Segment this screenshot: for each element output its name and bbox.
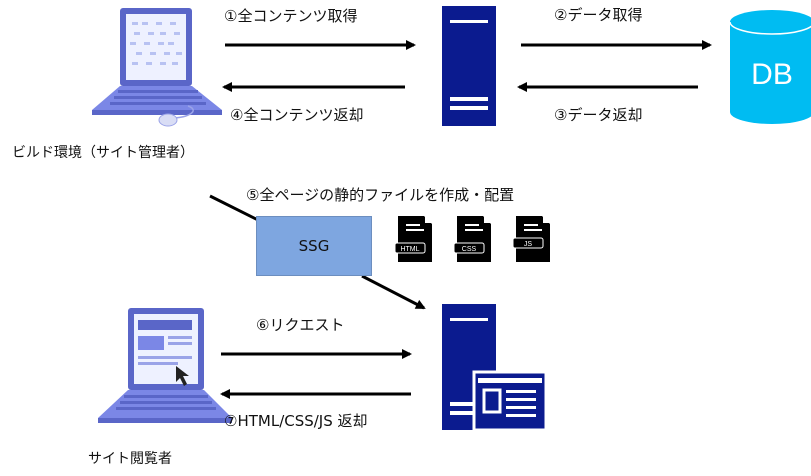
step5-label: ⑤全ページの静的ファイルを作成・配置 — [246, 186, 515, 204]
step7-label: ⑦HTML/CSS/JS 返却 — [224, 412, 368, 430]
step3-label: ③データ返却 — [554, 106, 643, 124]
arrow-step5 — [361, 274, 426, 310]
web-server-icon — [442, 304, 548, 432]
viewer-caption: サイト閲覧者 — [88, 451, 172, 467]
step2-label: ②データ取得 — [554, 6, 643, 24]
database-icon — [729, 10, 811, 124]
ssg-box: SSG — [256, 216, 372, 276]
ssg-label: SSG — [298, 237, 330, 255]
build-env-caption: ビルド環境（サイト管理者） — [12, 145, 194, 161]
top-server-icon — [442, 6, 496, 126]
build-laptop-icon — [92, 8, 222, 127]
css-file-label: CSS — [462, 246, 477, 253]
css-file-icon — [453, 216, 491, 262]
db-label: DB — [751, 58, 793, 91]
html-file-icon — [394, 216, 432, 262]
step4-label: ④全コンテンツ返却 — [230, 106, 364, 124]
js-file-icon — [512, 216, 550, 262]
connector-build-to-ssg — [209, 194, 263, 224]
js-file-label: JS — [524, 241, 533, 248]
step1-label: ①全コンテンツ取得 — [224, 7, 358, 25]
html-file-label: HTML — [400, 246, 419, 253]
viewer-laptop-icon — [98, 308, 232, 423]
step6-label: ⑥リクエスト — [256, 316, 345, 334]
